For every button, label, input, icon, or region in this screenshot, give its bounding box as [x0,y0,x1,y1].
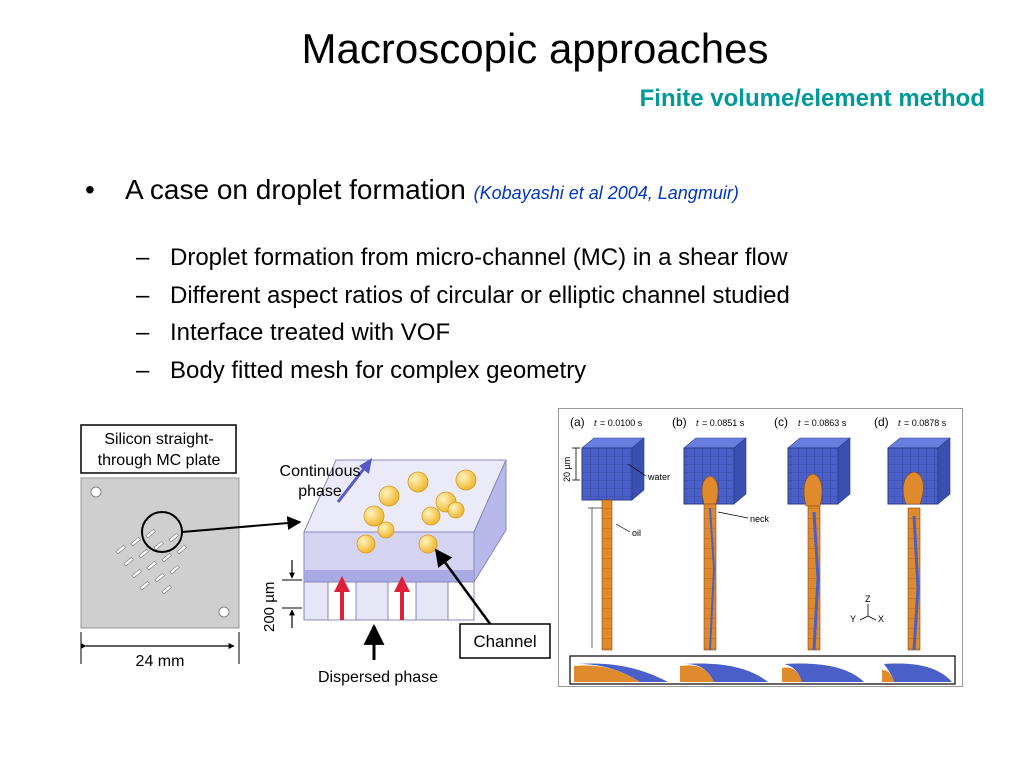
citation: (Kobayashi et al 2004, Langmuir) [473,183,739,203]
panel-labels: (a) t = 0.0100 s (b) t = 0.0851 s (c) t … [570,415,947,429]
bullet-marker: • [85,174,95,205]
channel-slots [115,528,187,595]
sub-bullet-text: Droplet formation from micro-channel (MC… [170,244,788,271]
sub-bullet-text: Different aspect ratios of circular or e… [170,281,790,309]
plate-label-line1: Silicon straight- [104,431,213,448]
width-dimension: 24 mm [80,632,240,670]
channel-label: Channel [473,632,536,651]
sub-bullet-text: Body fitted mesh for complex geometry [170,356,587,384]
plate-label-line2: through MC plate [98,452,221,469]
microchannel-schematic-figure: Silicon straight- through MC plate [80,424,551,686]
panel-a [581,437,645,651]
scale-label: 20 µm [562,457,572,482]
panel-time-d: = 0.0878 s [904,418,947,428]
water-pointer [627,463,647,477]
plate-label-box: Silicon straight- through MC plate [80,424,237,474]
channel-label-box: Channel [434,548,551,659]
bullet-text: A case on droplet formation [125,174,466,205]
cross-section-strip [569,655,956,685]
continuous-phase-label-line2: phase [298,483,342,500]
panel-time-c: = 0.0863 s [804,418,847,428]
width-label: 24 mm [136,653,185,670]
main-bullet: • A case on droplet formation (Kobayashi … [85,172,739,211]
height-dimension: 200 µm [261,560,302,632]
sub-bullet-list: –Droplet formation from micro-channel (M… [136,239,790,389]
sub-bullet: –Droplet formation from micro-channel (M… [136,239,790,277]
panel-time-a: = 0.0100 s [600,418,643,428]
panel-time-prefix-d: t [898,418,901,428]
droplet-simulation-figure: (a) t = 0.0100 s (b) t = 0.0851 s (c) t … [558,408,963,687]
slide-title: Macroscopic approaches [301,25,769,72]
panel-time-prefix-c: t [798,418,801,428]
silicon-plate [80,477,240,629]
oil-label: oil [632,528,641,538]
channel-block-3d [303,458,507,621]
panel-b [683,437,747,651]
neck-label: neck [750,514,770,524]
panel-c [787,437,851,651]
panel-time-prefix-b: t [696,418,699,428]
continuous-flow-arrow [336,465,368,503]
panel-time-b: = 0.0851 s [702,418,745,428]
panel-label-a: (a) [570,415,585,429]
sub-bullet-marker: – [136,281,150,309]
scale-bar: 20 µm [562,447,580,482]
sub-bullet: –Body fitted mesh for complex geometry [136,352,790,390]
axis-triad: Z Y X [850,594,884,624]
panel-label-c: (c) [774,415,788,429]
sub-bullet-marker: – [136,319,150,346]
water-label: water [647,472,670,482]
height-label: 200 µm [261,582,278,632]
panel-label-d: (d) [874,415,889,429]
sub-bullet: –Different aspect ratios of circular or … [136,277,790,315]
dispersed-phase-label: Dispersed phase [318,669,438,686]
sub-bullet-marker: – [136,244,150,271]
axis-x-label: X [878,614,884,624]
axis-z-label: Z [865,594,871,604]
panel-d [887,437,951,651]
sub-bullet-marker: – [136,356,150,384]
neck-pointer [717,511,749,519]
sub-bullet-text: Interface treated with VOF [170,319,451,346]
axis-y-label: Y [850,614,856,624]
zoom-arrow [181,516,302,533]
slide-subtitle: Finite volume/element method [639,85,985,112]
droplets [356,469,477,554]
panel-time-prefix-a: t [594,418,597,428]
sub-bullet: –Interface treated with VOF [136,314,790,352]
panel-label-b: (b) [672,415,687,429]
oil-pointer [615,523,631,533]
continuous-phase-label-line1: Continuous [280,463,361,480]
